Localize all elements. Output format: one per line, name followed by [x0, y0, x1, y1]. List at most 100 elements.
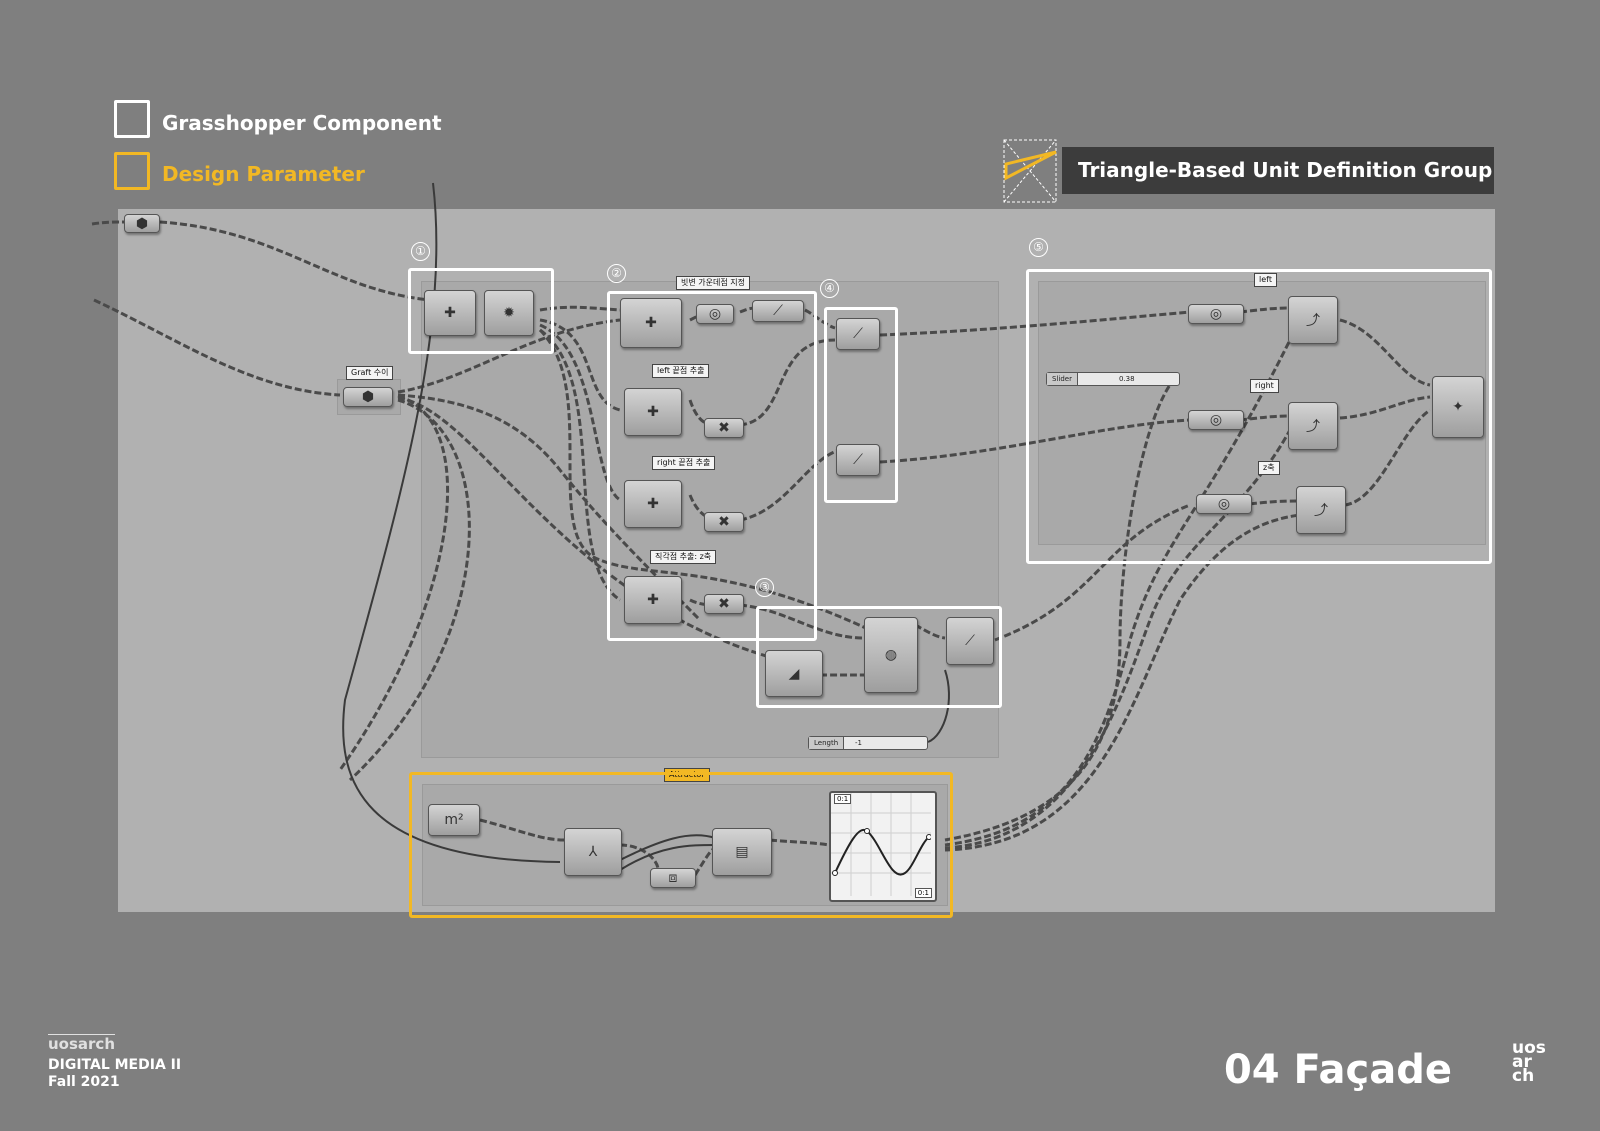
list-item-icon: ✚ [647, 404, 659, 420]
brep-icon: ✹ [503, 305, 515, 321]
sine-graph-icon [831, 793, 932, 896]
point-icon: ✖ [718, 596, 730, 612]
evaluate-curve-icon: ⤴ [1314, 503, 1328, 519]
right-extract-tag: right 끝점 추출 [652, 456, 716, 470]
list-item-icon: ✚ [647, 496, 659, 512]
graft-param[interactable]: ⬢ [343, 387, 393, 407]
bounds-icon: ⧈ [668, 870, 678, 886]
left-tag: left [1254, 273, 1277, 287]
curve-param-right[interactable]: ◎ [1188, 410, 1244, 430]
area-icon: m² [444, 812, 464, 828]
triangle-unit-icon [1003, 139, 1057, 203]
curve-icon: ◎ [1209, 306, 1223, 322]
list-item-icon: ✚ [645, 315, 657, 331]
line-icon: ⟋ [853, 326, 863, 342]
component-highlight-2 [607, 291, 817, 641]
line-component-2[interactable]: ⟋ [836, 444, 880, 476]
logo-line-1: uos [1512, 1038, 1546, 1058]
term-label: Fall 2021 [48, 1074, 120, 1090]
step-number-5: ⑤ [1029, 238, 1048, 257]
slider-value: 0.38 [1119, 375, 1135, 383]
parameter-highlight-attractor [409, 772, 953, 918]
left-extract-tag: left 끝점 추출 [652, 364, 710, 378]
list-item-component-2[interactable]: ✚ [620, 298, 682, 348]
curve-param-z[interactable]: ◎ [1196, 494, 1252, 514]
line-component-1[interactable]: ⟋ [836, 318, 880, 350]
remap-icon: ▤ [735, 844, 749, 860]
step-number-2: ② [607, 264, 626, 283]
graft-icon: ⬢ [361, 389, 375, 405]
list-item-component-1[interactable]: ✚ [424, 290, 476, 336]
parameter-legend-label: Design Parameter [162, 162, 365, 186]
evaluate-surface-icon: ◍ [884, 647, 898, 663]
closest-point-icon: ⅄ [588, 844, 598, 860]
z-tag: z축 [1258, 461, 1280, 475]
curve-closest-point-component[interactable]: ⅄ [564, 828, 622, 876]
curve-icon: ◎ [1217, 496, 1231, 512]
uosarch-logo: uos ar ch [1512, 1038, 1546, 1086]
surface-icon: ✦ [1452, 399, 1464, 415]
point-param-right[interactable]: ✖ [704, 512, 744, 532]
four-point-surface-component[interactable]: ✦ [1432, 376, 1484, 438]
parameter-legend-swatch [114, 152, 150, 190]
remap-component[interactable]: ▤ [712, 828, 772, 876]
step-number-4: ④ [820, 279, 839, 298]
length-value: -1 [855, 739, 862, 747]
graph-corner-bottom: 0:1 [914, 888, 932, 898]
evaluate-surface-component[interactable]: ◍ [864, 617, 918, 693]
component-legend-label: Grasshopper Component [162, 111, 442, 135]
line-sdl-component[interactable]: ⟋ [946, 617, 994, 665]
component-highlight-3 [756, 606, 1002, 708]
evaluate-curve-icon: ⤴ [1306, 313, 1320, 329]
curve-param[interactable]: ◎ [696, 304, 734, 324]
step-number-1: ① [411, 242, 430, 261]
point-param-vertical[interactable]: ✖ [704, 594, 744, 614]
list-item-component-5[interactable]: ✚ [624, 576, 682, 624]
evaluate-curve-left[interactable]: ⤴ [1288, 296, 1338, 344]
list-item-component-3[interactable]: ✚ [624, 388, 682, 436]
list-item-component-4[interactable]: ✚ [624, 480, 682, 528]
component-legend-swatch [114, 100, 150, 138]
brand-wordmark: uosarch [48, 1035, 116, 1053]
length-label: Length [809, 737, 845, 749]
area-component[interactable]: m² [428, 804, 480, 836]
list-item-icon: ✚ [444, 305, 456, 321]
line-icon: ⟋ [853, 452, 863, 468]
right-tag: right [1250, 379, 1279, 393]
surface-closest-point-component[interactable]: ◢ [765, 650, 823, 697]
curve-param-left[interactable]: ◎ [1188, 304, 1244, 324]
apex-tag: 빗변 가운데점 지정 [676, 276, 750, 290]
vertical-extract-tag: 직각점 추출: z축 [650, 550, 717, 564]
input-param-top[interactable]: ⬢ [124, 214, 160, 233]
point-icon: ✖ [718, 514, 730, 530]
curve-icon: ◎ [708, 306, 722, 322]
evaluate-curve-right[interactable]: ⤴ [1288, 402, 1338, 450]
graft-tag: Graft 수이 [346, 366, 394, 380]
line-sdl-icon: ⟋ [965, 633, 975, 649]
point-param-left[interactable]: ✖ [704, 418, 744, 438]
slider-label: Slider [1047, 373, 1078, 385]
graph-mapper[interactable]: 0:1 0:1 [829, 791, 937, 902]
component-highlight-5 [1026, 269, 1492, 564]
deconstruct-brep-component[interactable]: ✹ [484, 290, 534, 336]
course-name: DIGITAL MEDIA II [48, 1057, 182, 1073]
page-title: 04 Façade [1223, 1047, 1452, 1093]
bounds-component[interactable]: ⧈ [650, 868, 696, 888]
curve-icon: ◎ [1209, 412, 1223, 428]
logo-line-2: ar [1512, 1052, 1532, 1072]
curve-middle-component[interactable]: ⟋ [752, 300, 804, 322]
length-slider[interactable]: Length -1 [808, 736, 928, 750]
slider-param[interactable]: Slider 0.38 [1046, 372, 1180, 386]
evaluate-curve-z[interactable]: ⤴ [1296, 486, 1346, 534]
group-title-bar: Triangle-Based Unit Definition Group [1062, 147, 1494, 194]
step-number-3: ③ [755, 578, 774, 597]
list-item-icon: ✚ [647, 592, 659, 608]
param-icon: ⬢ [135, 215, 149, 232]
component-highlight-1 [408, 268, 554, 354]
surface-cp-icon: ◢ [788, 665, 800, 682]
evaluate-curve-icon: ⤴ [1306, 419, 1320, 435]
logo-line-3: ch [1512, 1066, 1535, 1086]
point-icon: ✖ [718, 420, 730, 436]
component-highlight-4 [824, 307, 898, 503]
curve-middle-icon: ⟋ [773, 303, 783, 319]
